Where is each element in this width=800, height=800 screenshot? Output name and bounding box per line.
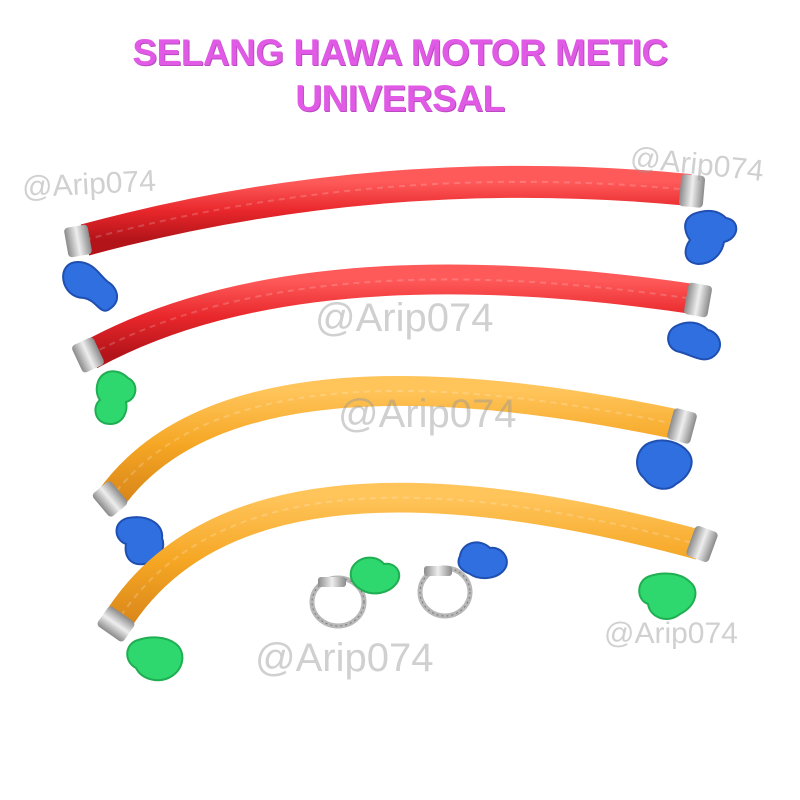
blue-clip-key — [684, 209, 738, 266]
green-clip-key — [94, 370, 137, 426]
blue-clip-key — [115, 516, 165, 566]
watermark: @Arip074 — [21, 164, 157, 205]
loose-clamp-green — [309, 556, 401, 629]
watermark: @Arip074 — [255, 636, 434, 680]
red-hose-top — [62, 165, 738, 312]
watermark: @Arip074 — [338, 392, 517, 436]
green-clip-key — [126, 636, 184, 682]
loose-clamp-blue — [417, 541, 508, 619]
blue-clip-key — [667, 321, 722, 361]
watermark: @Arip074 — [315, 296, 494, 340]
orange-hose-third — [92, 375, 697, 566]
title-line-1: SELANG HAWA MOTOR METIC — [132, 32, 668, 73]
hose-clamp — [684, 282, 712, 318]
hose-clamp — [92, 481, 128, 517]
title-line-2: UNIVERSAL — [295, 78, 505, 119]
hose-clamp — [72, 337, 104, 373]
blue-clip-key — [62, 260, 118, 312]
red-hose-second — [72, 264, 722, 426]
watermark: @Arip074 — [604, 617, 738, 650]
hose-clamp — [678, 174, 706, 208]
product-title: SELANG HAWA MOTOR METIC UNIVERSAL — [0, 30, 800, 122]
hose-clamp — [97, 606, 135, 642]
orange-hose-bottom — [97, 482, 718, 682]
green-clip-key — [638, 572, 697, 620]
hose-clamp — [64, 224, 92, 258]
blue-clip-key — [636, 439, 693, 490]
hose-clamp — [686, 525, 718, 563]
hose-clamp — [667, 408, 697, 444]
